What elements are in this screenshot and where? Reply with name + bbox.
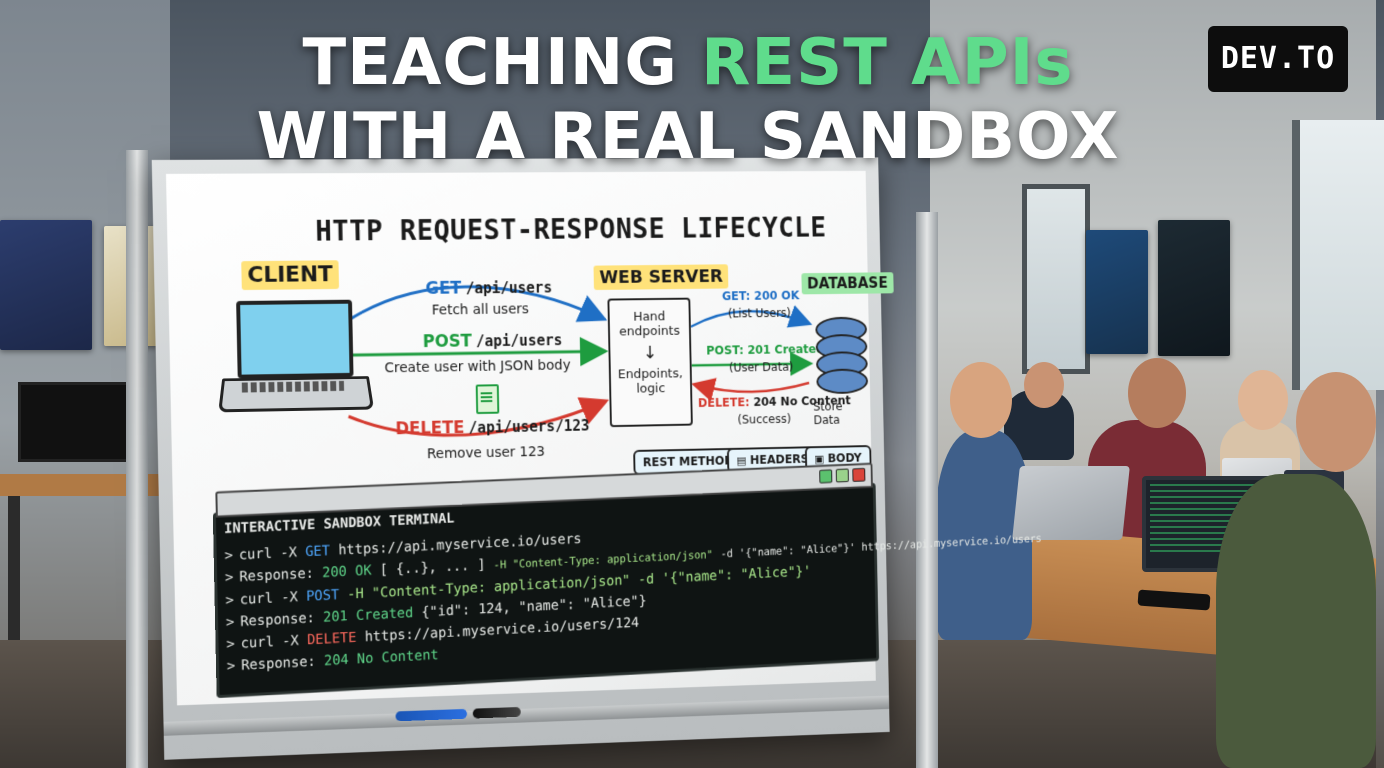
prompt: > [226, 658, 236, 675]
response-status: 200 OK [322, 562, 372, 582]
headline-accent: REST APIs [701, 26, 1074, 100]
get-method: GET [425, 278, 462, 299]
cmd-method: POST [305, 587, 340, 605]
laptop [1012, 466, 1130, 540]
server-text: endpoints [619, 323, 681, 340]
whiteboard: HTTP REQUEST-RESPONSE LIFECYCLE CLIENT W… [152, 157, 890, 759]
whiteboard-stand [916, 212, 938, 768]
post-request-label: POST /api/users [423, 330, 563, 352]
web-server-box: Hand endpoints ↓ Endpoints, logic [607, 297, 693, 428]
student-head [950, 362, 1012, 438]
json-document-icon [475, 384, 500, 415]
wall-poster [1158, 220, 1230, 356]
headline-prefix: TEACHING [302, 26, 678, 100]
prompt: > [225, 592, 235, 609]
cmd-method: DELETE [306, 629, 357, 649]
post-request-arrow [347, 351, 603, 355]
get-request-label: GET /api/users [425, 278, 552, 299]
delete-response-detail: (Success) [737, 412, 792, 427]
response-status: 204 No Content [323, 647, 439, 670]
laptop-screen [236, 299, 354, 379]
get-request-desc: Fetch all users [431, 301, 529, 319]
down-arrow-icon: ↓ [642, 342, 658, 364]
cmd-text: curl -X [240, 632, 299, 652]
student-head [1296, 372, 1376, 472]
desk [0, 474, 166, 496]
student-head [1238, 370, 1288, 430]
cmd-text: curl -X [238, 544, 298, 564]
laptop-keyboard [241, 380, 345, 393]
brand-badge: DEV.TO [1208, 26, 1348, 92]
desk-leg [8, 496, 20, 666]
client-label: CLIENT [241, 260, 339, 291]
code-icon: ▣ [814, 452, 825, 466]
client-laptop-icon [218, 299, 375, 421]
post-request-desc: Create user with JSON body [384, 357, 571, 377]
student [1216, 474, 1376, 768]
get-response-detail: (List Users) [727, 306, 792, 321]
maximize-icon [835, 468, 849, 483]
delete-response-arrow [696, 383, 810, 393]
student-head [1024, 362, 1064, 408]
whiteboard-surface: HTTP REQUEST-RESPONSE LIFECYCLE CLIENT W… [166, 171, 876, 706]
response-text: Response: [240, 610, 316, 630]
web-server-label: WEB SERVER [593, 264, 729, 291]
headline: TEACHING REST APIs WITH A REAL SANDBOX [0, 26, 1376, 174]
wall-poster [1086, 230, 1148, 354]
whiteboard-title: HTTP REQUEST-RESPONSE LIFECYCLE [315, 211, 827, 248]
sandbox-terminal: INTERACTIVE SANDBOX TERMINAL >curl -X GE… [212, 462, 1042, 698]
post-response-detail: (User Data) [728, 359, 794, 375]
response-body: [ {..}, ... ] [379, 557, 486, 579]
server-text: Hand [633, 309, 666, 325]
cmd-method: GET [305, 543, 331, 561]
database-label: DATABASE [801, 272, 894, 295]
window [1022, 184, 1090, 374]
headline-line-2: WITH A REAL SANDBOX [256, 100, 1120, 174]
response-text: Response: [241, 653, 316, 674]
whiteboard-stand [126, 150, 148, 768]
student-head [1128, 358, 1186, 428]
desktop-monitor [18, 382, 136, 462]
response-text: Response: [239, 565, 315, 586]
prompt: > [224, 569, 234, 586]
delete-method: DELETE [395, 418, 465, 440]
window [1292, 120, 1384, 390]
close-icon [852, 467, 866, 482]
minimize-icon [819, 469, 833, 484]
wall-poster [0, 220, 92, 350]
post-response-status: POST: 201 Created [706, 342, 825, 358]
response-status: 201 Created [322, 605, 414, 626]
post-path: /api/users [475, 331, 563, 351]
prompt: > [224, 547, 234, 564]
black-marker [472, 706, 521, 719]
db-caption: Store Data [813, 399, 843, 427]
document-icon: ▤ [736, 454, 747, 468]
headline-line-1: TEACHING REST APIs [0, 26, 1376, 100]
prompt: > [225, 614, 235, 631]
server-text: Endpoints, [617, 366, 683, 383]
headers-label: HEADERS [749, 452, 809, 467]
delete-path: /api/users/123 [468, 416, 590, 437]
prompt: > [226, 636, 235, 653]
terminal-output: >curl -X GET https://api.myservice.io/us… [224, 515, 1041, 678]
delete-request-desc: Remove user 123 [426, 444, 546, 463]
database-icon [815, 316, 869, 395]
cmd-text: curl -X [239, 589, 299, 609]
get-response-status: GET: 200 OK [721, 288, 800, 304]
server-text: logic [636, 381, 666, 397]
post-method: POST [422, 331, 472, 353]
get-path: /api/users [465, 278, 553, 298]
delete-request-label: DELETE /api/users/123 [395, 416, 589, 439]
delete-response-prefix: DELETE: [697, 395, 750, 410]
